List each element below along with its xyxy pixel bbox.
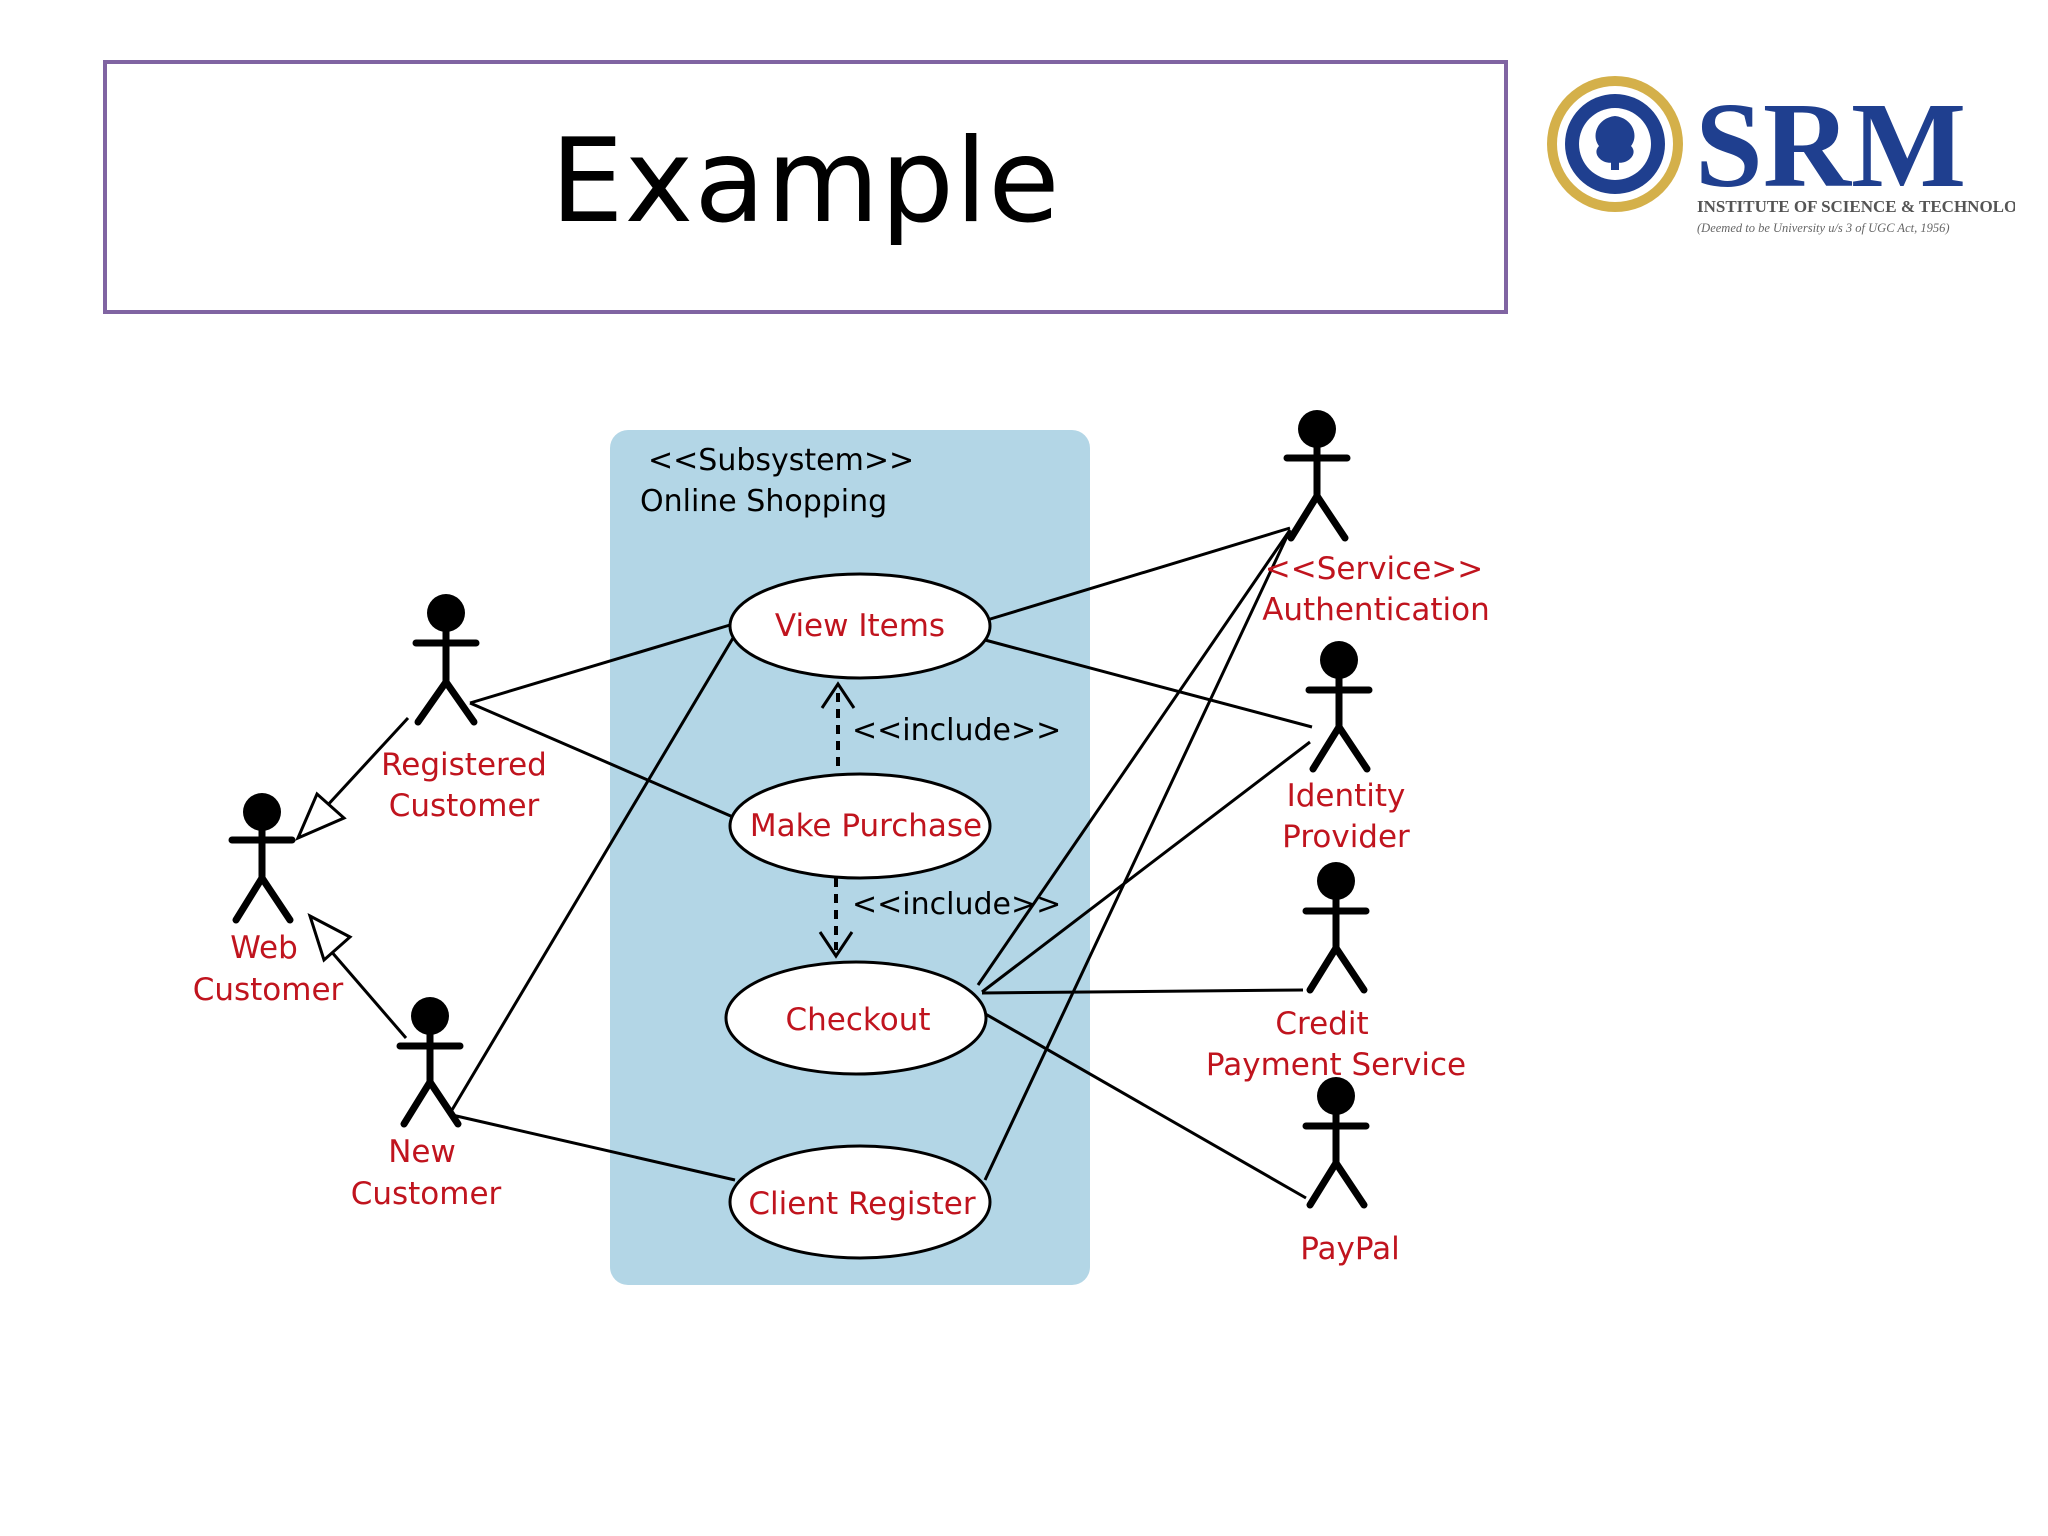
usecase-checkout-label: Checkout — [785, 1002, 930, 1038]
actor-registered-customer-icon — [412, 594, 480, 726]
actor-authentication-label-2: Authentication — [1262, 592, 1490, 628]
actor-registered-customer-label-2: Customer — [389, 788, 540, 824]
assoc-checkout-auth — [976, 529, 1292, 986]
subsystem-name: Online Shopping — [640, 484, 887, 519]
actor-paypal-label: PayPal — [1300, 1231, 1400, 1267]
gen-registered-line — [323, 716, 410, 810]
actor-web-customer-label-2: Customer — [193, 972, 344, 1008]
assoc-viewitems-identity — [984, 638, 1313, 729]
actor-new-customer-label-2: Customer — [351, 1176, 502, 1212]
generalization-arrows — [295, 716, 410, 1039]
srm-logo-name: SRM — [1695, 78, 1966, 213]
srm-logo-line2: (Deemed to be University u/s 3 of UGC Ac… — [1697, 221, 1950, 235]
include-label-1: <<include>> — [852, 713, 1061, 748]
subsystem-stereotype: <<Subsystem>> — [648, 443, 914, 478]
actor-credit-payment-label-1: Credit — [1275, 1006, 1368, 1042]
assoc-clientregister-auth — [983, 529, 1292, 1181]
actor-identity-provider-label-1: Identity — [1287, 778, 1406, 814]
actor-new-customer-icon — [396, 997, 464, 1128]
actor-identity-provider-label-2: Provider — [1282, 819, 1410, 855]
actor-credit-payment-label-2: Payment Service — [1206, 1047, 1466, 1083]
actor-authentication-label-1: <<Service>> — [1265, 551, 1483, 587]
include-label-2: <<include>> — [852, 887, 1061, 922]
assoc-checkout-identity — [981, 740, 1311, 994]
assoc-registered-viewitems — [469, 623, 731, 705]
srm-logo-line1: INSTITUTE OF SCIENCE & TECHNOLOGY — [1697, 197, 2015, 216]
usecase-client-register[interactable] — [728, 1144, 992, 1260]
usecase-checkout[interactable] — [724, 960, 988, 1076]
slide-title-box: Example — [103, 60, 1508, 314]
actor-web-customer-icon — [228, 793, 296, 924]
srm-logo: SRM INSTITUTE OF SCIENCE & TECHNOLOGY (D… — [1547, 76, 2015, 235]
include-relations: <<include>> <<include>> — [818, 681, 1061, 959]
srm-seal-icon — [1547, 76, 1683, 212]
usecase-view-items-label: View Items — [775, 608, 945, 644]
include-arrowhead-2 — [818, 931, 854, 959]
usecase-make-purchase-label: Make Purchase — [750, 808, 982, 844]
slide-title: Example — [550, 113, 1061, 249]
usecase-view-items[interactable] — [728, 572, 992, 680]
gen-registered-arrowhead — [295, 791, 347, 841]
assoc-checkout-credit — [981, 988, 1304, 995]
gen-new-arrowhead — [307, 912, 353, 963]
actor-paypal-icon — [1302, 1077, 1370, 1209]
assoc-registered-makepurchase — [469, 701, 734, 819]
assoc-new-viewitems — [450, 632, 738, 1111]
include-arrowhead-1 — [820, 681, 856, 709]
association-lines — [450, 526, 1313, 1200]
usecase-make-purchase[interactable] — [728, 772, 992, 880]
actor-authentication-icon — [1283, 410, 1351, 542]
assoc-viewitems-auth — [986, 526, 1291, 622]
assoc-new-clientregister — [451, 1113, 736, 1182]
actor-identity-provider-icon — [1305, 641, 1373, 773]
actor-web-customer-label-1: Web — [230, 930, 298, 966]
usecase-client-register-label: Client Register — [748, 1186, 975, 1222]
actor-registered-customer-label-1: Registered — [381, 747, 547, 783]
actor-credit-payment-icon — [1302, 862, 1370, 994]
assoc-checkout-paypal — [981, 1010, 1307, 1200]
gen-new-line — [328, 949, 408, 1039]
actor-new-customer-label-1: New — [388, 1134, 456, 1170]
